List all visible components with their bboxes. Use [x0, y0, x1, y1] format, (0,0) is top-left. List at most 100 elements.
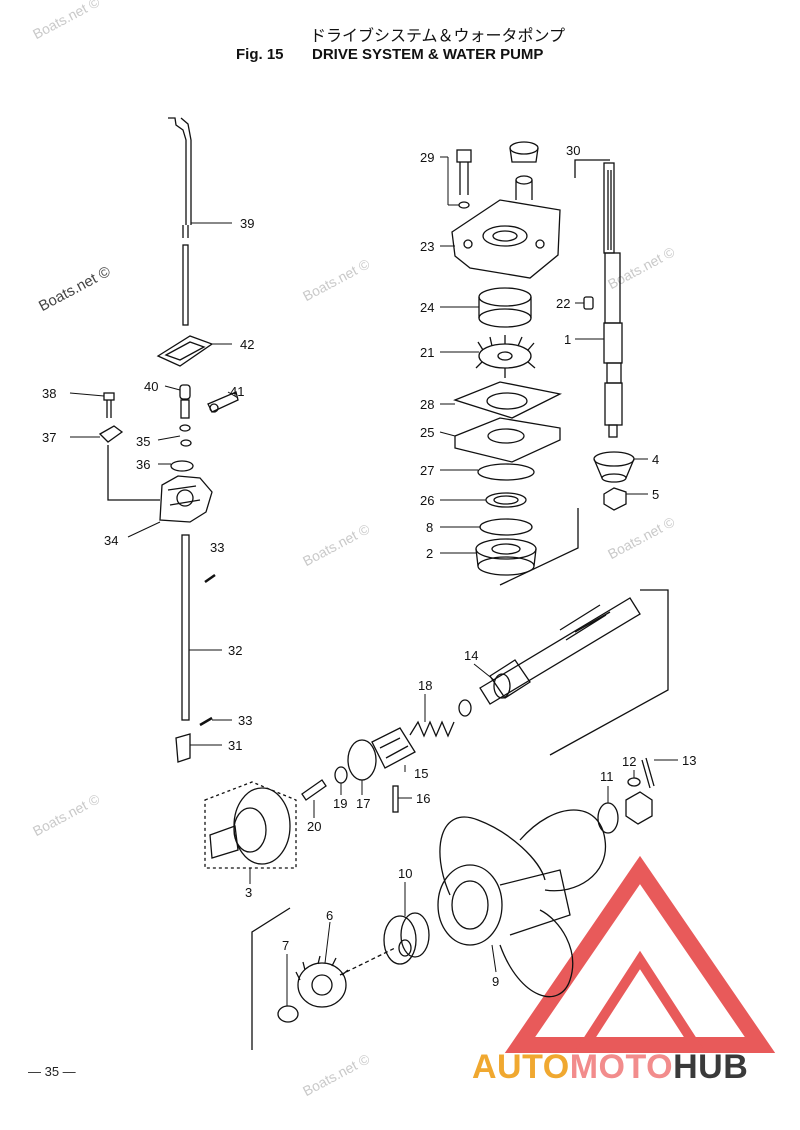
spring-18	[409, 720, 455, 738]
ring-17	[347, 739, 377, 781]
reverse-gear-6	[295, 955, 349, 1008]
washer-35b	[180, 439, 192, 447]
callout-32: 32	[228, 643, 242, 658]
thrust-hub-10	[383, 912, 430, 965]
brand-wordmark: AUTOMOTOHUB	[472, 1048, 748, 1087]
part-labels: 39 42 40 41 38 37 35 36 34 33 32 33 31 2…	[42, 143, 696, 989]
leader-bracket-34	[107, 445, 160, 501]
bearing-housing-2	[475, 538, 537, 576]
shift-rod-lower	[181, 534, 190, 721]
impeller-21	[475, 335, 536, 378]
pin-33a	[204, 573, 216, 584]
callout-19: 19	[333, 796, 347, 811]
nut-5	[603, 487, 627, 511]
figure-title: DRIVE SYSTEM & WATER PUMP	[312, 46, 544, 63]
water-tube-grommet	[509, 141, 539, 200]
shift-cam-31	[175, 733, 191, 763]
prop-nut	[625, 791, 653, 825]
callout-40: 40	[144, 379, 158, 394]
plate-37	[98, 425, 124, 443]
callout-35: 35	[136, 434, 150, 449]
callout-22: 22	[556, 296, 570, 311]
callout-9: 9	[492, 974, 499, 989]
callout-4: 4	[652, 452, 659, 467]
propeller-9	[437, 809, 607, 998]
bolt-38	[103, 392, 115, 418]
bracket-30	[574, 159, 610, 178]
callout-36: 36	[136, 457, 150, 472]
callout-8: 8	[426, 520, 433, 535]
o-ring-36	[170, 460, 194, 472]
callout-17: 17	[356, 796, 370, 811]
callout-14: 14	[464, 648, 478, 663]
insert-cartridge-24	[478, 287, 532, 328]
callout-42: 42	[240, 337, 254, 352]
callout-2: 2	[426, 546, 433, 561]
washer-35	[179, 424, 191, 432]
shift-lever	[207, 391, 239, 413]
shift-housing-34	[159, 475, 213, 523]
bracket-67	[251, 907, 291, 1050]
brand-part-moto: MOTO	[569, 1048, 674, 1086]
callout-23: 23	[420, 239, 434, 254]
propeller-shaft-14	[479, 597, 641, 705]
callout-7: 7	[282, 938, 289, 953]
drive-shaft-1	[603, 162, 623, 438]
pinion-gear-4	[593, 451, 635, 483]
callout-12: 12	[622, 754, 636, 769]
key-22	[583, 296, 594, 310]
leader-lines	[69, 156, 678, 1006]
callout-34: 34	[104, 533, 118, 548]
washer-12	[627, 777, 641, 787]
callout-26: 26	[420, 493, 434, 508]
figure-label: Fig. 15	[236, 46, 284, 63]
bracket-14	[549, 589, 669, 756]
pin-16	[392, 785, 399, 813]
plunger-20	[301, 779, 327, 801]
callout-16: 16	[416, 791, 430, 806]
callout-20: 20	[307, 819, 321, 834]
callout-38: 38	[42, 386, 56, 401]
o-ring-27	[477, 463, 535, 481]
oil-seal-26	[485, 492, 527, 508]
washer-7	[277, 1005, 299, 1023]
callout-37: 37	[42, 430, 56, 445]
callout-15: 15	[414, 766, 428, 781]
callout-31: 31	[228, 738, 242, 753]
callout-29: 29	[420, 150, 434, 165]
forward-gear-3	[204, 781, 297, 869]
callout-13: 13	[682, 753, 696, 768]
callout-24: 24	[420, 300, 434, 315]
callout-3: 3	[245, 885, 252, 900]
callout-5: 5	[652, 487, 659, 502]
cotter-pin-13	[641, 757, 655, 789]
callout-39: 39	[240, 216, 254, 231]
callout-27: 27	[420, 463, 434, 478]
o-ring-8	[479, 518, 533, 536]
callout-30: 30	[566, 143, 580, 158]
gasket-28	[453, 381, 562, 419]
callout-21: 21	[420, 345, 434, 360]
ring-19	[334, 766, 348, 784]
shift-rod-upper	[168, 117, 192, 326]
callout-33b: 33	[238, 713, 252, 728]
callout-25: 25	[420, 425, 434, 440]
callout-18: 18	[418, 678, 432, 693]
callout-1: 1	[564, 332, 571, 347]
pin-33b	[199, 716, 213, 727]
clutch-dog-15	[371, 727, 416, 769]
title-japanese: ドライブシステム＆ウォータポンプ	[310, 26, 566, 45]
page-number: — 35 —	[28, 1064, 76, 1079]
callout-11: 11	[600, 769, 614, 784]
pump-plate-25	[454, 417, 561, 463]
brand-part-auto: AUTO	[472, 1048, 570, 1086]
callout-41: 41	[230, 384, 244, 399]
brand-part-hub: HUB	[673, 1048, 749, 1086]
bolt-29	[456, 149, 472, 209]
callout-33a: 33	[210, 540, 224, 555]
callout-28: 28	[420, 397, 434, 412]
brand-logo-icon	[504, 855, 776, 1053]
grommet	[156, 335, 214, 367]
